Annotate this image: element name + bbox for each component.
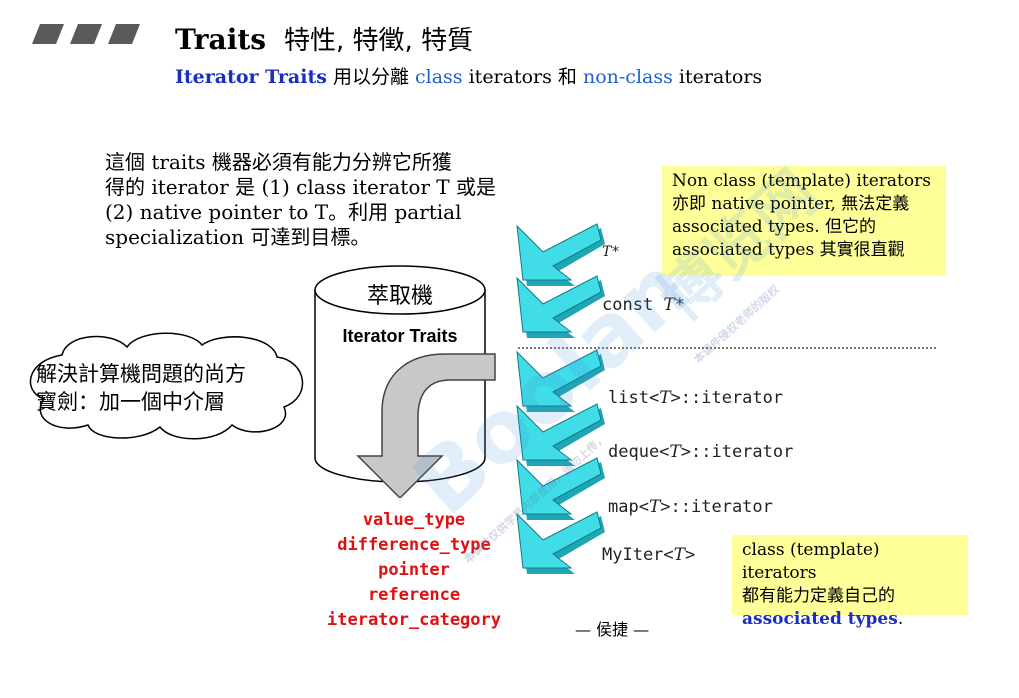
associated-type-item: iterator_category [327,610,501,630]
note-line: associated types 其實很直觀 [672,240,905,260]
subtitle-class-word: class [415,66,463,88]
note-line: associated types. 但它的 [672,217,876,237]
subtitle-text-1: 用以分離 [326,66,416,88]
page-title: Traits 特性, 特徵, 特質 [175,20,473,57]
iterator-label-map: map<T>::iterator [608,497,773,517]
description-paragraph: 這個 traits 機器必須有能力分辨它所獲 得的 iterator 是 (1)… [105,150,496,250]
iterator-label-const-pointer: const T* [602,295,686,315]
note-line: associated types. [742,609,904,629]
associated-type-item: value_type [362,510,466,530]
note-bold: associated types [742,609,898,629]
note-line: 亦即 native pointer, 無法定義 [672,194,910,214]
associated-type-item: reference [367,585,461,605]
title-cjk: 特性, 特徵, 特質 [284,26,474,56]
associated-types-list: value_type difference_type pointer refer… [292,508,536,633]
description-line: (2) native pointer to T。利用 partial [105,200,462,224]
iterator-label-list: list<T>::iterator [608,388,784,408]
cloud-line: 寶劍：加一個中介層 [36,390,225,414]
note-nonclass-iterators: Non class (template) iterators 亦即 native… [662,166,946,276]
arrow-icon [516,511,605,575]
subtitle-text-3: iterators [672,66,763,88]
arrow-icon [516,223,605,287]
iterator-label-deque: deque<T>::iterator [608,442,794,462]
associated-type-item: pointer [378,560,450,580]
description-line: 得的 iterator 是 (1) class iterator T 或是 [105,175,497,199]
title-main: Traits [175,23,267,56]
note-class-iterators: class (template) iterators 都有能力定義自己的 ass… [732,535,968,629]
page-subtitle: Iterator Traits 用以分離 class iterators 和 n… [175,62,762,89]
subtitle-lead: Iterator Traits [175,66,327,88]
cloud-line: 解決計算機問題的尚方 [36,362,246,386]
subtitle-text-2: iterators 和 [462,66,583,88]
separator-dotted [518,347,936,349]
description-line: 這個 traits 機器必須有能力分辨它所獲 [105,150,452,174]
cloud-shape [29,332,304,440]
subtitle-nonclass-word: non-class [582,66,673,88]
iterator-label-pointer: T* [602,244,620,260]
associated-type-item: difference_type [337,535,491,555]
note-line: class (template) iterators [742,540,880,583]
traits-cylinder [314,265,496,498]
cylinder-label-top: 萃取機 [366,284,433,309]
note-line: Non class (template) iterators [672,171,931,191]
cylinder-label-main: Iterator Traits [342,326,458,346]
cloud-text: 解決計算機問題的尚方 寶劍：加一個中介層 [36,360,246,416]
description-line: specialization 可達到目標。 [105,225,371,249]
author-credit: — 侯捷 — [575,620,650,639]
iterator-label-myiter: MyIter<T> [602,545,696,565]
note-line: 都有能力定義自己的 [742,586,895,606]
header-decoration-bars [32,24,140,44]
